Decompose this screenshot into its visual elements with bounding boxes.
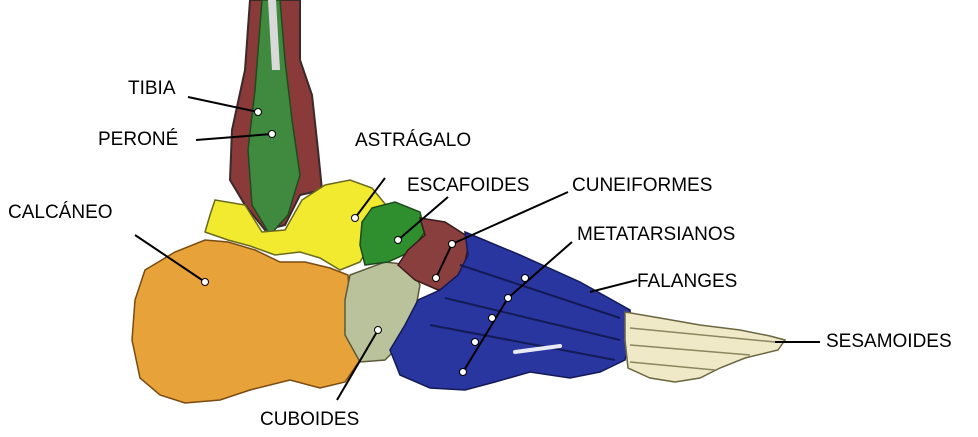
dot-cuneiformes-2	[433, 275, 440, 282]
label-tibia: TIBIA	[128, 79, 176, 98]
label-metatarsianos: METATARSIANOS	[577, 225, 735, 244]
label-astragalo: ASTRÁGALO	[355, 131, 471, 150]
label-perone: PERONÉ	[98, 130, 178, 149]
label-calcaneo: CALCÁNEO	[8, 203, 113, 222]
dot-metatarsianos-3	[489, 315, 496, 322]
dot-cuboides	[375, 327, 382, 334]
calcaneo-bone	[132, 240, 360, 403]
label-cuneiformes: CUNEIFORMES	[572, 176, 712, 195]
label-falanges: FALANGES	[637, 272, 737, 291]
dot-metatarsianos-1	[522, 275, 529, 282]
dot-cuneiformes-1	[449, 241, 456, 248]
dot-tibia	[255, 109, 262, 116]
dot-perone	[269, 131, 276, 138]
dot-astragalo	[352, 215, 359, 222]
leader-cuneiformes	[452, 192, 568, 244]
label-cuboides: CUBOIDES	[260, 410, 359, 429]
dot-calcaneo	[202, 279, 209, 286]
label-sesamoides: SESAMOIDES	[826, 332, 952, 351]
dot-escafoides	[395, 237, 402, 244]
dot-metatarsianos-4	[472, 339, 479, 346]
label-escafoides: ESCAFOIDES	[407, 176, 529, 195]
dot-metatarsianos-2	[505, 295, 512, 302]
leader-falanges	[590, 280, 637, 292]
dot-metatarsianos-5	[460, 369, 467, 376]
